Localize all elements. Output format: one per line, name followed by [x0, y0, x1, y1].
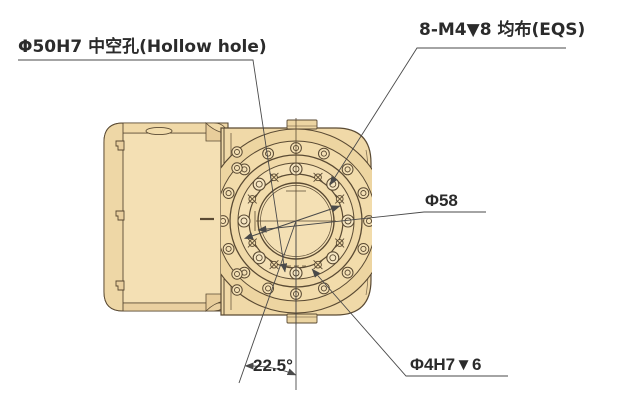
- tapped-hole: [326, 251, 340, 265]
- dowel-marker: [269, 259, 279, 270]
- dowel-marker: [313, 172, 323, 183]
- tapped-hole: [252, 251, 266, 265]
- outer-bolt-hole-group: [221, 142, 372, 300]
- bolt-hole: [231, 162, 243, 174]
- bolt-hole: [318, 147, 330, 160]
- dowel-marker: [334, 194, 345, 204]
- tapped-hole: [341, 214, 355, 228]
- leader-line-group: [18, 47, 566, 377]
- dowel-marker: [334, 238, 345, 248]
- leader-dowel-hole: [311, 268, 508, 377]
- bolt-hole: [221, 215, 229, 227]
- angle-arc: [244, 362, 297, 376]
- bolt-hole: [231, 146, 243, 158]
- bolt-hole: [231, 284, 243, 296]
- dowel-marker-group: [247, 172, 345, 270]
- housing-notch-middle: [115, 210, 125, 221]
- edge-bolt-hole-column: [231, 146, 243, 296]
- bolt-circle-label: Φ58: [425, 191, 458, 210]
- bolt-hole: [262, 282, 275, 295]
- leader-bolt-circle: [257, 211, 486, 233]
- vent-oval: [145, 126, 173, 136]
- dowel-marker: [247, 238, 258, 248]
- bolt-hole: [318, 282, 330, 295]
- dowel-marker: [313, 259, 323, 270]
- tapped-hole: [237, 214, 251, 228]
- housing-notch-bottom: [115, 280, 125, 291]
- bolt-hole: [222, 187, 235, 200]
- hollow-hole-label: Φ50H7 中空孔(Hollow hole): [18, 36, 267, 57]
- mounting-lug-bottom: [286, 313, 318, 324]
- tapped-hole: [252, 177, 266, 191]
- bolt-hole: [341, 266, 354, 279]
- angle-ray-left: [238, 220, 297, 384]
- motor-housing-left-strip: [103, 122, 124, 312]
- bolt-hole: [231, 268, 243, 280]
- dowel-marker: [247, 194, 258, 204]
- housing-notch-group: [115, 140, 125, 291]
- bolt-hole: [357, 187, 370, 200]
- angle-label: 22.5°: [253, 356, 293, 375]
- motor-housing-group: [103, 122, 229, 312]
- bolt-hole: [222, 243, 235, 255]
- bolt-hole: [357, 243, 370, 255]
- housing-notch-top: [115, 140, 125, 151]
- mounting-lug-top: [286, 119, 318, 130]
- tapped-holes-label: 8-M4▼8 均布(EQS): [419, 19, 585, 40]
- angle-dimension-group: [238, 220, 297, 390]
- bolt-hole: [341, 163, 354, 176]
- dowel-hole-label: Φ4H7▼6: [410, 355, 481, 374]
- leader-tapped-holes: [329, 47, 566, 186]
- leader-hollow-hole: [18, 59, 288, 273]
